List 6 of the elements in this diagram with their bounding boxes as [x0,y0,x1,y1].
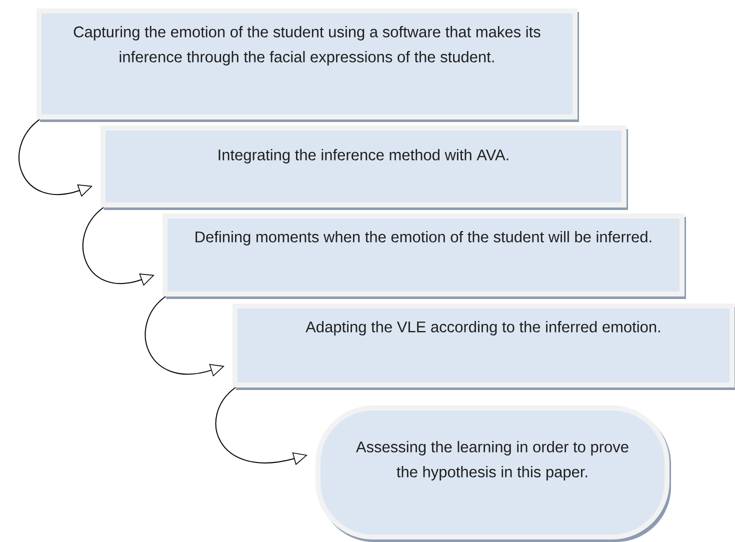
process-box: Adapting the VLE according to the inferred emotion. [232,304,735,390]
process-box: Defining moments when the emotion of the student will be inferred. [162,214,686,299]
process-box: Integrating the inference method with AVA. [100,126,628,210]
process-box: Capturing the emotion of the student using a software that makes its inference through the facial expressions of the student. [36,8,579,122]
process-box: Assessing the learning in order to prove the hypothesis in this paper. [316,406,671,542]
curved-arrow [82,207,154,286]
